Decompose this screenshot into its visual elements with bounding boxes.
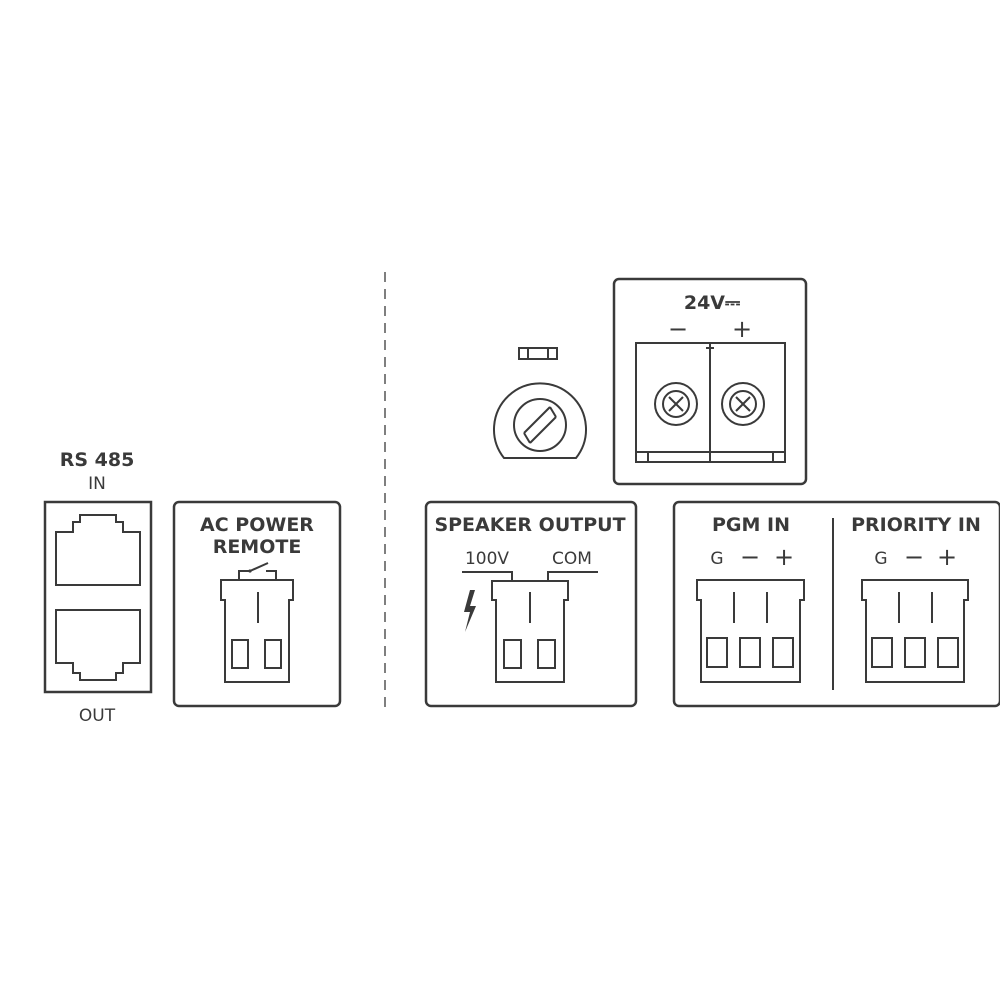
rj45-port-icon[interactable] xyxy=(55,514,141,586)
ac-power-title-line1: AC POWER xyxy=(200,514,314,536)
screw-terminal-icon[interactable] xyxy=(654,382,698,426)
power-24v-panel xyxy=(612,277,808,486)
pgm-in-title: PGM IN xyxy=(712,514,790,536)
speaker-output-terminal[interactable] xyxy=(491,580,569,683)
rs485-section: RS 485 IN OUT xyxy=(43,449,153,726)
priority-in-plus-label: + xyxy=(937,543,957,571)
pgm-in-terminal[interactable] xyxy=(696,579,805,683)
rs485-port-panel xyxy=(43,500,153,694)
priority-in-terminal[interactable] xyxy=(861,579,969,683)
rs485-title: RS 485 xyxy=(60,449,135,471)
power-24v-plus: + xyxy=(732,315,752,343)
ac-power-title-line2: REMOTE xyxy=(213,536,302,558)
pgm-in-g-label: G xyxy=(710,549,723,569)
pgm-in-plus-label: + xyxy=(774,543,794,571)
speaker-output-section: SPEAKER OUTPUT 100V COM xyxy=(424,500,638,708)
priority-in-g-label: G xyxy=(874,549,887,569)
ac-power-terminal[interactable] xyxy=(220,579,294,683)
power-24v-section: 24V⎓ − + xyxy=(612,277,808,486)
switch-symbol-icon xyxy=(238,562,277,580)
speaker-100v-leader xyxy=(462,571,513,581)
audio-inputs-panel xyxy=(672,500,1000,708)
power-24v-label: 24V⎓ xyxy=(684,292,740,314)
priority-in-minus-label: − xyxy=(904,543,924,571)
speaker-100v-label: 100V xyxy=(465,549,509,569)
speaker-output-panel xyxy=(424,500,638,708)
ac-power-remote-panel xyxy=(172,500,342,708)
pgm-in-minus-label: − xyxy=(740,543,760,571)
rj45-port-icon[interactable] xyxy=(55,609,141,681)
fuse-holder-icon[interactable] xyxy=(493,347,587,459)
screw-terminal-icon[interactable] xyxy=(721,382,765,426)
speaker-output-title: SPEAKER OUTPUT xyxy=(434,514,625,536)
power-24v-terminal-block[interactable] xyxy=(635,342,786,463)
electric-shock-warning-icon xyxy=(464,590,476,632)
speaker-com-label: COM xyxy=(552,549,592,569)
power-24v-minus: − xyxy=(668,315,688,343)
ac-power-remote-section: AC POWER REMOTE xyxy=(172,500,342,708)
speaker-com-leader xyxy=(547,571,598,581)
rs485-in-label: IN xyxy=(88,474,106,494)
priority-in-title: PRIORITY IN xyxy=(851,514,981,536)
audio-inputs-section: PGM IN G − + PRIORITY IN G − + xyxy=(672,500,1000,708)
rs485-out-label: OUT xyxy=(79,706,116,726)
